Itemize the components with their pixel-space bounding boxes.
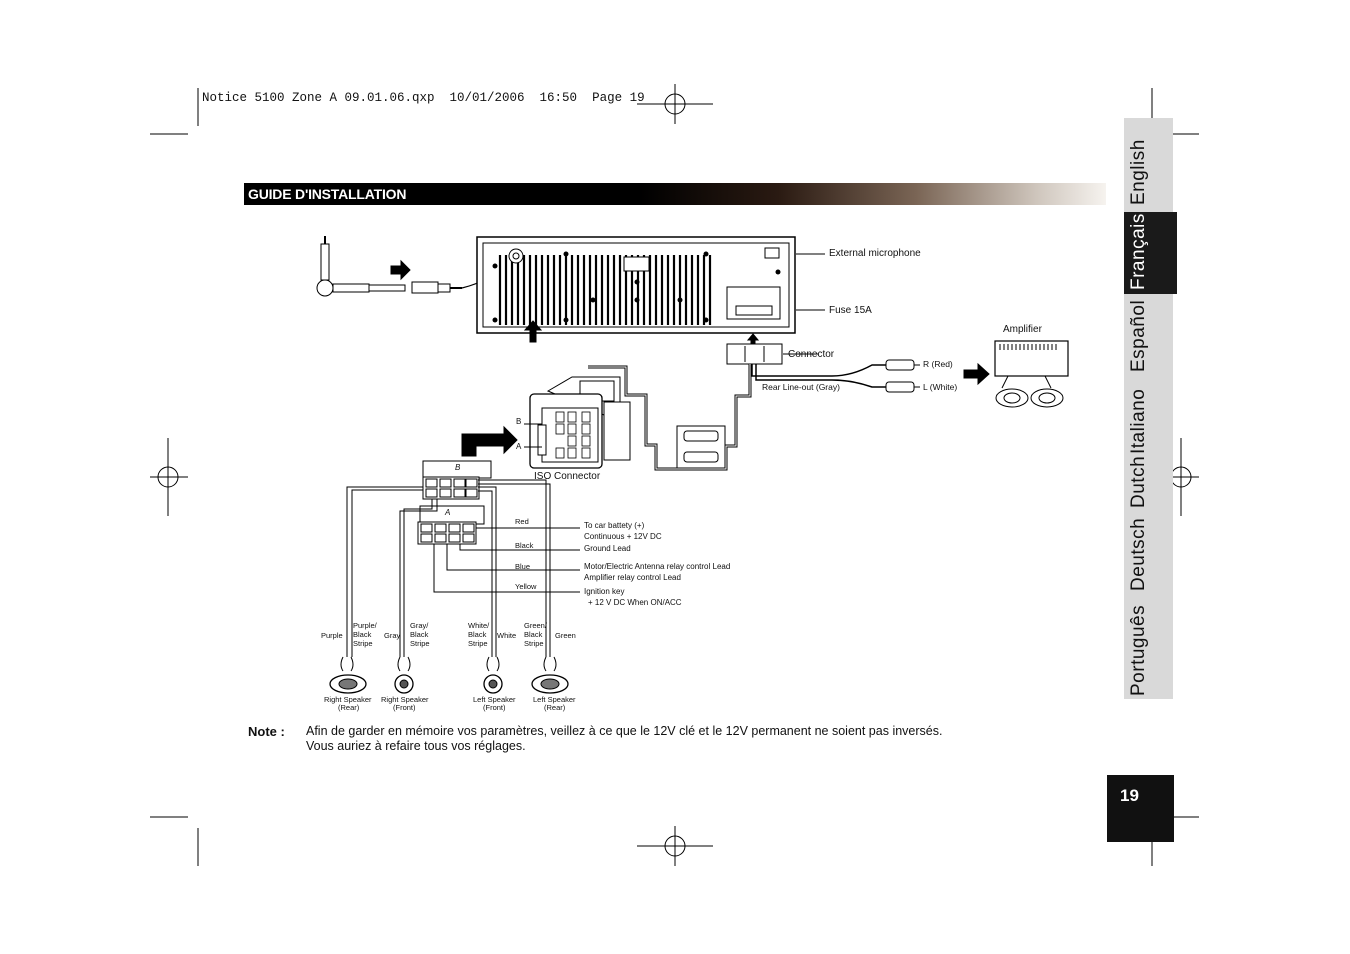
wire-label-yellow: Yellow (515, 582, 537, 591)
speaker-label-right-rear-1: Right Speaker (324, 695, 372, 704)
language-tab-active-bg (1124, 212, 1177, 294)
label-iso-b: B (516, 417, 522, 426)
section-title: GUIDE D'INSTALLATION (248, 186, 407, 202)
label-block-b: B (455, 463, 461, 472)
label-fuse: Fuse 15A (829, 305, 872, 316)
arrow-up-icon (523, 320, 543, 343)
connector-block-b (422, 460, 492, 500)
speaker-wire-gray-black-1: Gray/ (410, 621, 429, 630)
label-amplifier: Amplifier (1003, 324, 1042, 335)
speaker-wire-white: White (497, 631, 517, 640)
note-label: Note : (248, 724, 285, 739)
note-line-2: Vous auriez à refaire tous vos réglages. (306, 739, 526, 753)
speaker-label-right-front-2: (Front) (393, 703, 416, 712)
wire-desc-blue-2: Amplifier relay control Lead (584, 573, 681, 582)
speaker-wire-green-black-3: Stripe (524, 639, 544, 648)
label-block-a: A (445, 508, 451, 517)
wire-desc-blue-1: Motor/Electric Antenna relay control Lea… (584, 562, 731, 571)
page-number-box (1107, 775, 1174, 842)
speaker-icon (329, 674, 367, 694)
speaker-icon (394, 674, 414, 694)
wire-label-red: Red (515, 517, 529, 526)
speaker-wire-purple-black-2: Black (353, 630, 372, 639)
speaker-wire-purple-black-1: Purple/ (353, 621, 377, 630)
speaker-wire-white-black-2: Black (468, 630, 487, 639)
wire-desc-yellow-1: Ignition key (584, 587, 625, 596)
speaker-wire-green-black-1: Green/ (524, 621, 547, 630)
speaker-label-left-front-2: (Front) (483, 703, 506, 712)
wire-desc-red-1: To car battety (+) (584, 521, 645, 530)
wire-desc-yellow-2: + 12 V DC When ON/ACC (588, 598, 682, 607)
speaker-wire-green: Green (555, 631, 576, 640)
arrow-right-icon (461, 425, 518, 457)
iso-connector (524, 376, 631, 469)
speaker-label-left-rear-2: (Rear) (544, 703, 566, 712)
label-rear-line-out: Rear Line-out (Gray) (762, 382, 840, 392)
speaker-wire-green-black-2: Black (524, 630, 543, 639)
label-l-white: L (White) (923, 382, 958, 392)
speaker-label-left-front-1: Left Speaker (473, 695, 516, 704)
arrow-up-icon (746, 333, 760, 346)
wire-desc-red-2: Continuous + 12V DC (584, 532, 662, 541)
label-iso-a: A (516, 442, 522, 451)
speaker-label-left-rear-1: Left Speaker (533, 695, 576, 704)
note-text: Afin de garder en mémoire vos paramètres… (306, 724, 1006, 754)
speaker-wire-gray-black-3: Stripe (410, 639, 430, 648)
speaker-wire-purple: Purple (321, 631, 343, 640)
speaker-wire-white-black-1: White/ (468, 621, 490, 630)
page-number: 19 (1120, 786, 1139, 805)
section-header-bar (244, 183, 1106, 205)
arrow-right-icon (963, 362, 990, 386)
speaker-label-right-rear-2: (Rear) (338, 703, 360, 712)
speaker-wire-white-black-3: Stripe (468, 639, 488, 648)
wire-desc-black: Ground Lead (584, 544, 631, 553)
label-external-microphone: External microphone (829, 248, 921, 259)
speaker-label-right-front-1: Right Speaker (381, 695, 429, 704)
wire-label-blue: Blue (515, 562, 531, 571)
label-connector: Connector (788, 349, 835, 360)
wire-label-black: Black (515, 541, 534, 550)
arrow-right-icon (390, 259, 411, 281)
speaker-icon (531, 674, 569, 694)
speaker-wire-purple-black-3: Stripe (353, 639, 373, 648)
label-r-red: R (Red) (923, 359, 953, 369)
speaker-wire-gray: Gray (384, 631, 401, 640)
speaker-icon (483, 674, 503, 694)
label-iso-connector: ISO Connector (534, 471, 601, 482)
speaker-wire-gray-black-2: Black (410, 630, 429, 639)
connector-block-a (417, 505, 485, 545)
print-slug: Notice 5100 Zone A 09.01.06.qxp 10/01/20… (202, 91, 645, 105)
note-line-1: Afin de garder en mémoire vos paramètres… (306, 724, 943, 738)
head-unit (476, 236, 796, 334)
